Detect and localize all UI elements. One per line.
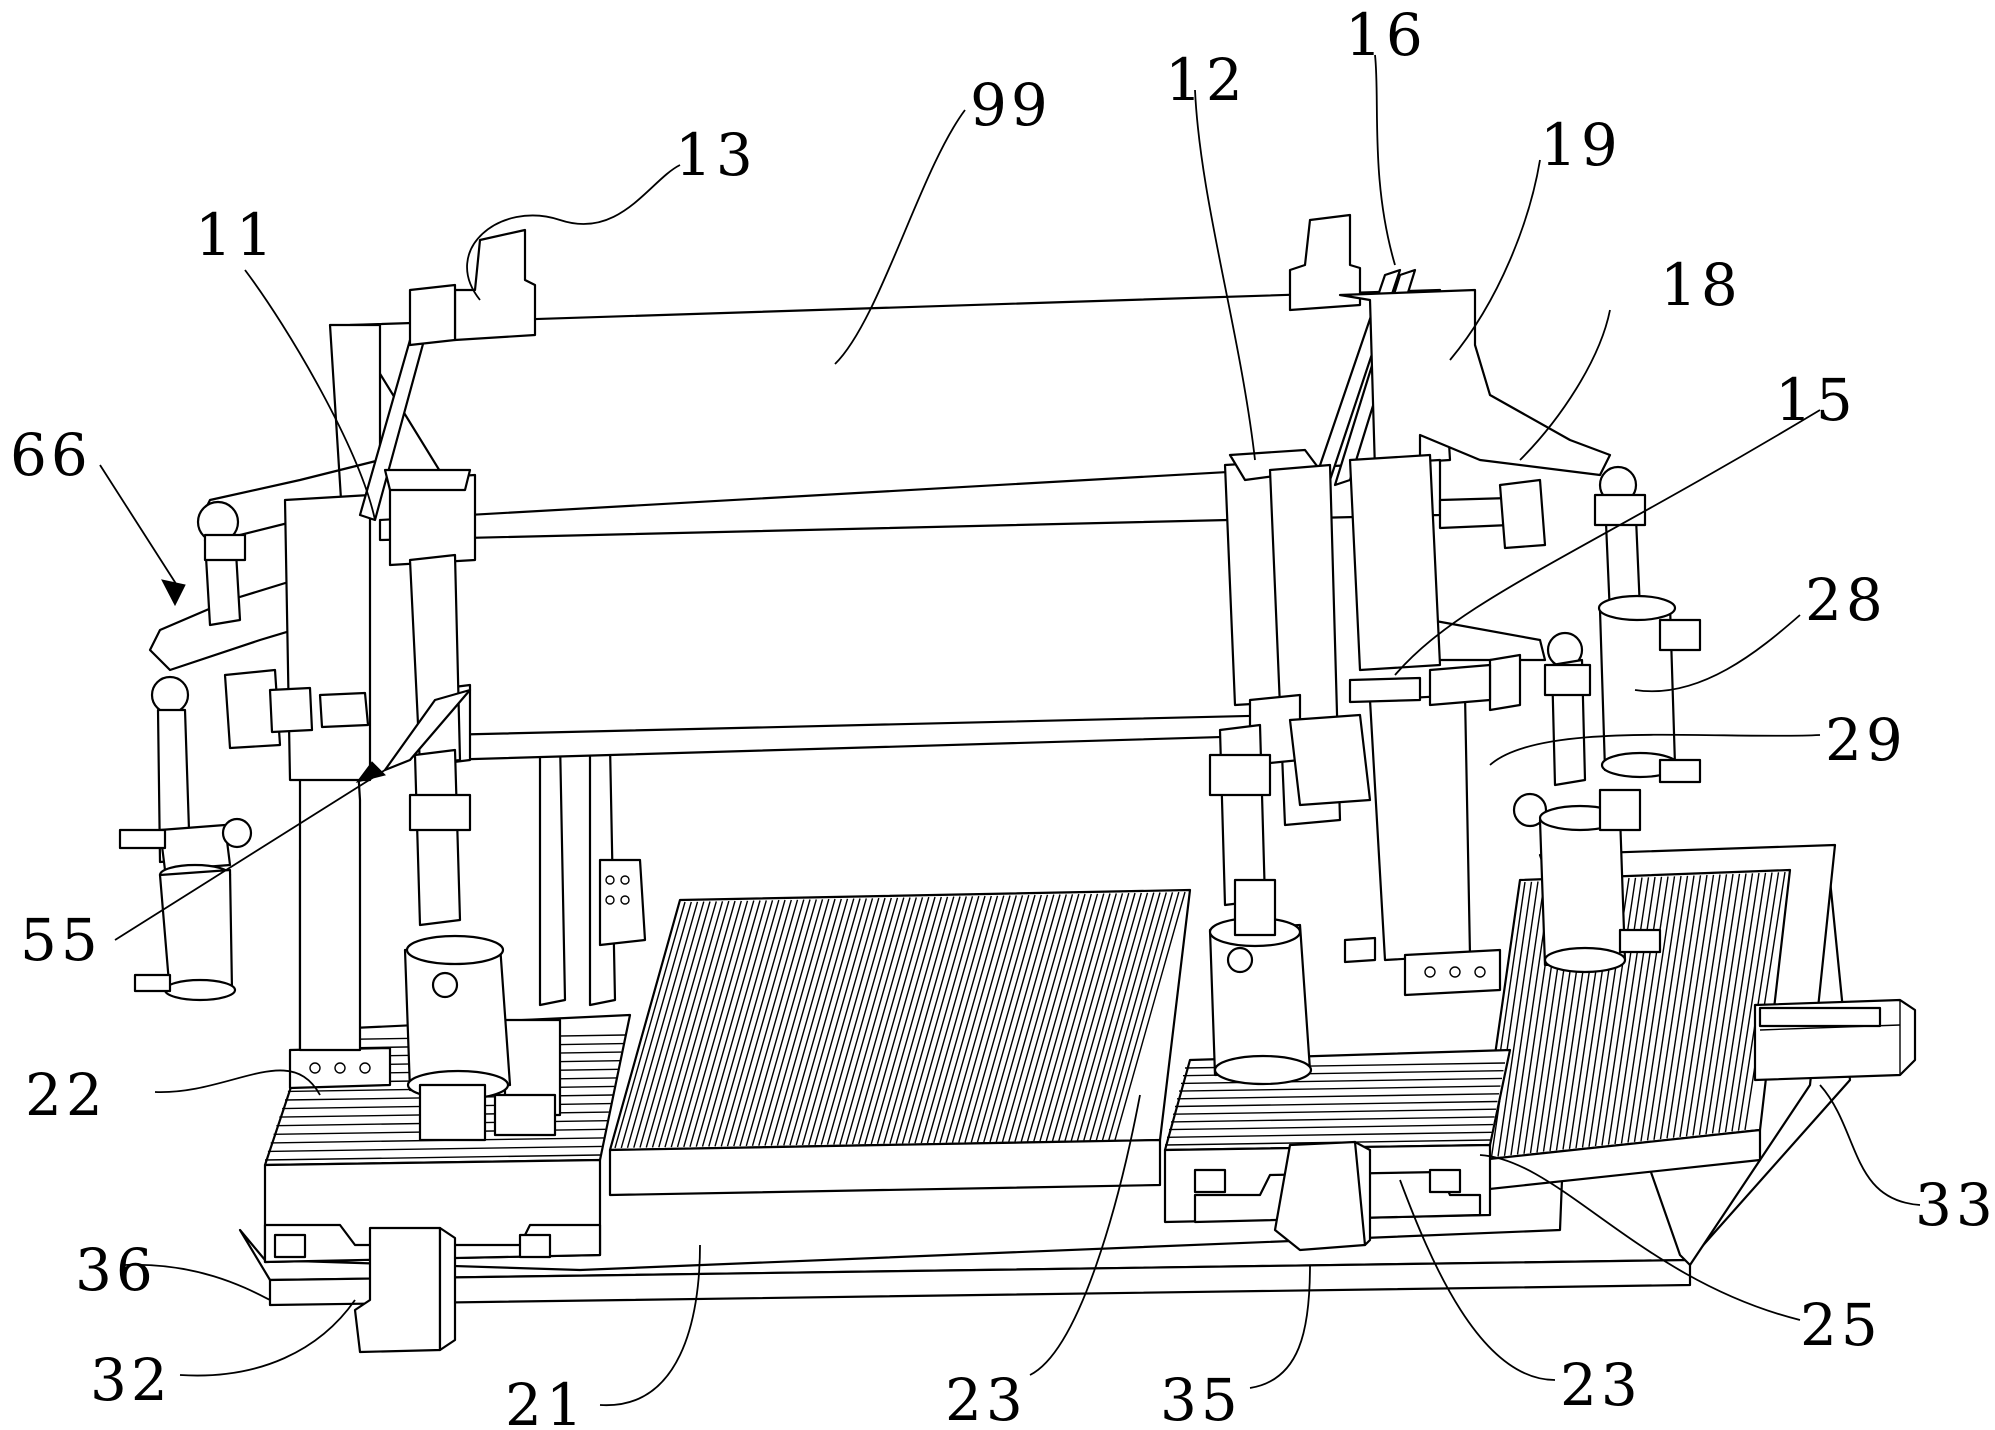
label-23-right: 23 (1560, 1351, 1642, 1419)
cylinder-center-left (405, 750, 510, 1140)
motor-33 (1755, 1000, 1915, 1080)
label-66: 66 (10, 421, 92, 489)
label-29: 29 (1825, 706, 1907, 774)
label-23-left: 23 (945, 1366, 1027, 1430)
label-28: 28 (1805, 566, 1887, 634)
label-25: 25 (1800, 1291, 1882, 1359)
label-13: 13 (675, 121, 757, 189)
slide-rail-center (610, 890, 1190, 1195)
slide-rail-right (1480, 870, 1790, 1190)
carriage-right (1165, 1050, 1510, 1250)
label-15: 15 (1775, 366, 1857, 434)
label-22: 22 (25, 1061, 107, 1129)
cylinder-upper-left (198, 502, 245, 625)
pins-right (1430, 480, 1545, 710)
cross-bar (440, 715, 1290, 760)
label-33: 33 (1915, 1171, 1995, 1239)
label-35: 35 (1160, 1366, 1242, 1430)
label-12: 12 (1165, 46, 1247, 114)
label-32: 32 (90, 1346, 172, 1414)
label-99: 99 (970, 71, 1052, 139)
label-21: 21 (505, 1371, 587, 1430)
label-19: 19 (1540, 111, 1622, 179)
label-18: 18 (1660, 251, 1742, 319)
clamp-body-11 (385, 470, 475, 770)
label-11: 11 (195, 201, 277, 269)
label-16: 16 (1345, 1, 1427, 69)
label-55: 55 (20, 906, 102, 974)
label-36: 36 (75, 1236, 157, 1304)
